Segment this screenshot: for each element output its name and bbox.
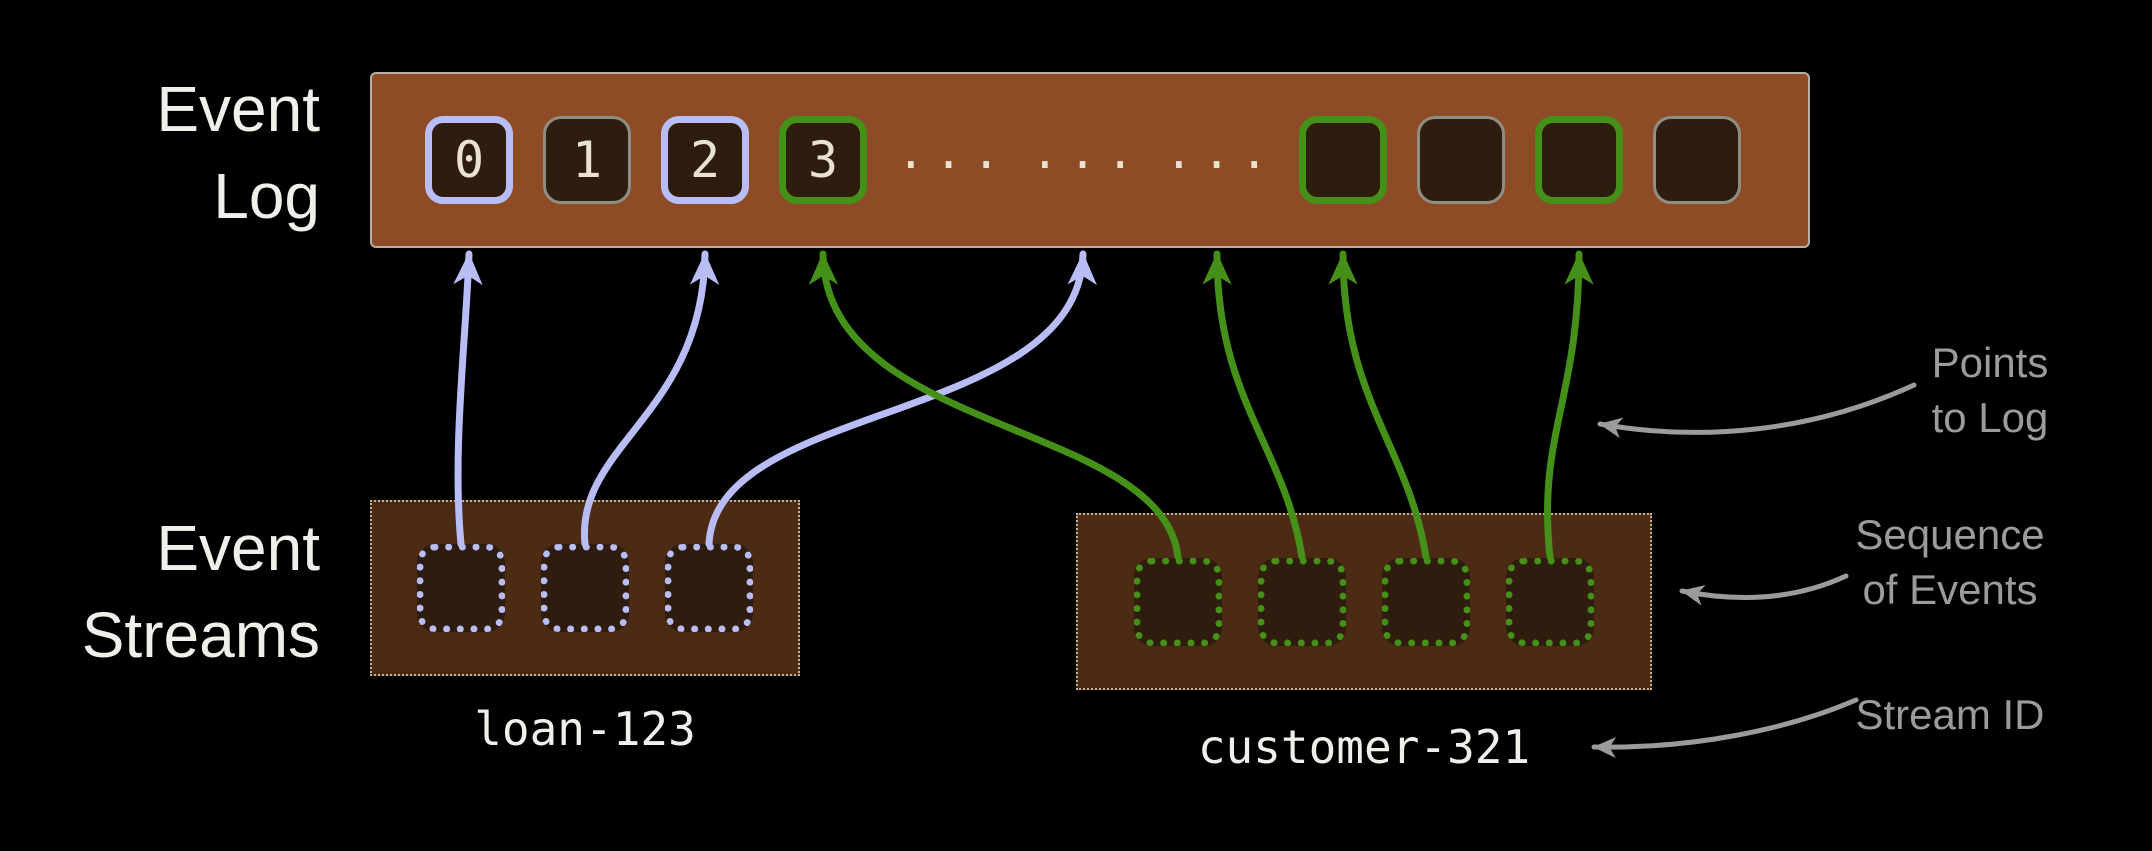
event-log-label: Event Log bbox=[60, 66, 320, 240]
stream-event-cell bbox=[541, 544, 629, 632]
event-log-label-line1: Event bbox=[156, 73, 320, 145]
log-gap-dots: ... bbox=[1165, 125, 1279, 179]
event-log-label-line2: Log bbox=[213, 160, 320, 233]
event-streams-label: Event Streams bbox=[20, 505, 320, 679]
annotation-points-line1: Points bbox=[1931, 339, 2049, 386]
log-cell-empty-8 bbox=[1417, 116, 1505, 204]
annotation-points-to-log: Points to Log bbox=[1880, 336, 2100, 445]
stream-event-cell bbox=[1134, 557, 1222, 646]
stream-event-cell bbox=[417, 544, 505, 632]
stream-event-cell bbox=[665, 544, 753, 632]
arrow-annotation-sequence-of-events bbox=[1679, 573, 1849, 606]
stream-id-loan: loan-123 bbox=[474, 702, 696, 756]
log-cell-3: 3 bbox=[779, 116, 867, 204]
annotation-sequence-line2: of Events bbox=[1862, 565, 2038, 613]
log-cell-empty-7 bbox=[1299, 116, 1387, 204]
arrow-customer-event3-to-log-cell bbox=[1328, 250, 1430, 561]
annotation-sequence-of-events: Sequence of Events bbox=[1840, 508, 2060, 617]
arrow-customer-event4-to-log-cell bbox=[1544, 250, 1594, 561]
annotation-points-line2: to Log bbox=[1931, 393, 2049, 441]
stream-box-loan bbox=[370, 500, 800, 676]
stream-event-cell bbox=[1258, 557, 1346, 646]
log-cell-2: 2 bbox=[661, 116, 749, 204]
log-gap-dots: ... bbox=[1031, 125, 1145, 179]
arrow-customer-event2-to-log-elided bbox=[1202, 250, 1306, 561]
annotation-stream-id: Stream ID bbox=[1855, 691, 2045, 738]
arrow-customer-event1-to-log-3 bbox=[808, 250, 1182, 561]
stream-event-cell bbox=[1506, 557, 1594, 646]
log-cell-empty-10 bbox=[1653, 116, 1741, 204]
annotation-sequence-line1: Sequence bbox=[1855, 511, 2045, 558]
stream-event-cell bbox=[1382, 557, 1470, 646]
event-streams-label-line2: Streams bbox=[81, 599, 320, 672]
log-cell-1: 1 bbox=[543, 116, 631, 204]
stream-box-customer bbox=[1076, 513, 1652, 690]
arrow-annotation-points-to-log bbox=[1597, 382, 1917, 439]
log-gap-dots: ... bbox=[897, 125, 1011, 179]
log-cell-empty-9 bbox=[1535, 116, 1623, 204]
event-streams-label-line1: Event bbox=[156, 512, 320, 584]
log-cell-0: 0 bbox=[425, 116, 513, 204]
stream-id-customer: customer-321 bbox=[1197, 720, 1531, 774]
